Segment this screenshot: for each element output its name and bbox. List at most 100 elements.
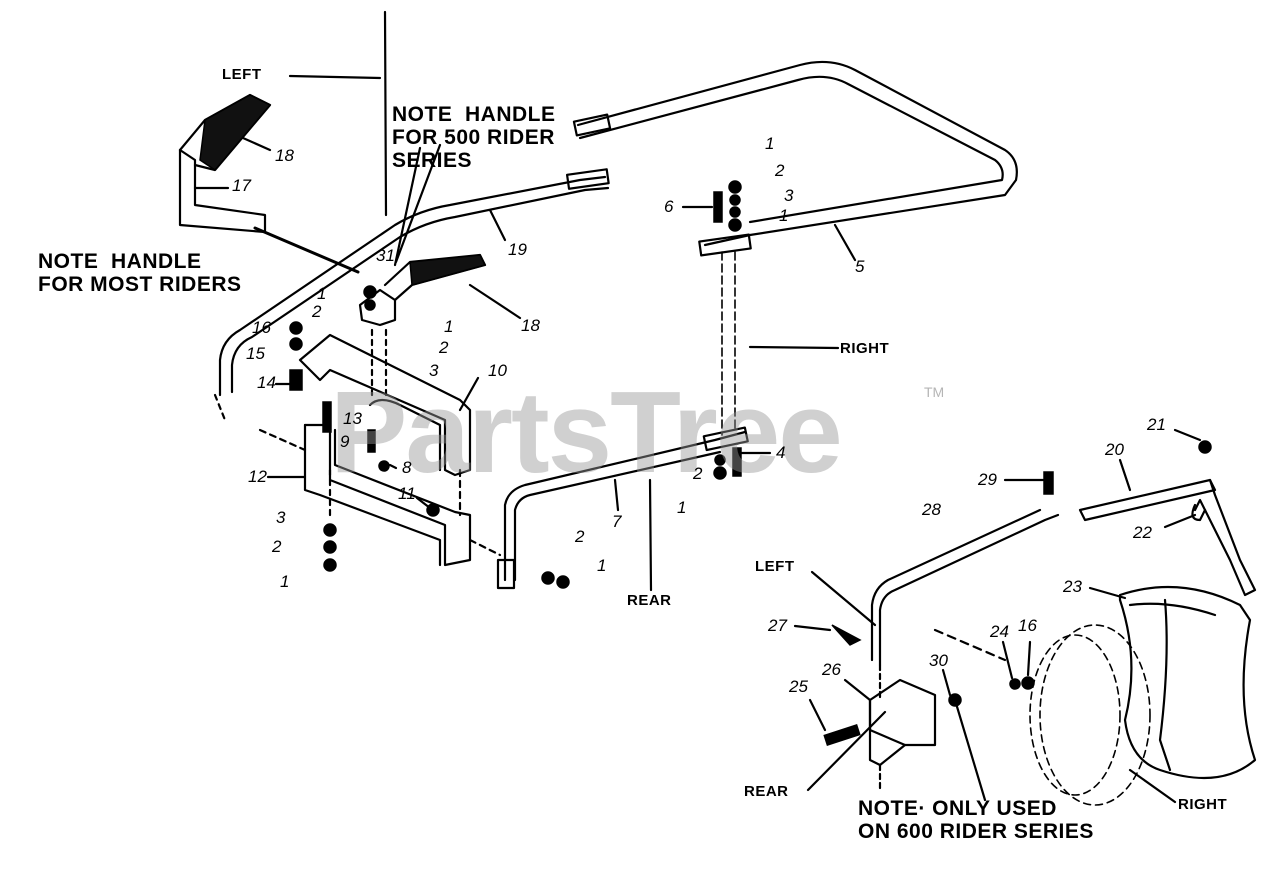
rear-arrow-mid xyxy=(648,478,653,592)
nut-11 xyxy=(426,503,440,517)
leader-16b xyxy=(1026,640,1032,677)
leader-8 xyxy=(388,463,398,470)
pin-27 xyxy=(831,624,862,646)
bracket-10 xyxy=(298,333,472,477)
part-17: 17 xyxy=(232,176,251,195)
right-arrow-mid xyxy=(748,345,840,350)
bolt-13 xyxy=(322,401,332,433)
hook-22 xyxy=(1191,503,1207,522)
part-6: 6 xyxy=(664,197,674,216)
part-9: 9 xyxy=(340,432,350,451)
part-7: 7 xyxy=(612,512,622,531)
part-24: 24 xyxy=(990,622,1009,641)
part-1b: 1 xyxy=(444,317,454,336)
left-bottom-arrow xyxy=(810,570,877,627)
part-12: 12 xyxy=(248,467,267,486)
leader-26 xyxy=(843,678,872,702)
rod-7 xyxy=(503,430,747,582)
bracket-12-side xyxy=(303,423,442,567)
rod-19-bracket xyxy=(565,168,610,190)
direction-rear-mid: REAR xyxy=(627,592,672,609)
part-1g: 1 xyxy=(597,556,607,575)
washer-top-2 xyxy=(729,194,741,206)
rod-5 xyxy=(576,60,1018,247)
leader-22 xyxy=(1163,513,1197,529)
part-2a: 2 xyxy=(312,302,322,321)
part-18b: 18 xyxy=(521,316,540,335)
washer-15 xyxy=(289,337,303,351)
rod-7-end xyxy=(496,558,516,590)
grip-18a xyxy=(199,94,272,171)
part-19: 19 xyxy=(508,240,527,259)
bag-23-seam xyxy=(1158,598,1172,772)
grip-18b xyxy=(409,254,487,286)
leader-24 xyxy=(1001,640,1014,680)
leader-25 xyxy=(808,698,827,732)
nut-30 xyxy=(948,693,962,707)
leader-21 xyxy=(1173,428,1202,442)
part-1f: 1 xyxy=(677,498,687,517)
bolt-29 xyxy=(1043,471,1054,495)
bag-23 xyxy=(1118,585,1257,780)
leader-5 xyxy=(833,223,857,262)
rear-bottom-line xyxy=(806,710,887,792)
bracket-12-dash xyxy=(258,428,307,452)
wheel-dashed-inner xyxy=(1029,634,1121,796)
rod-5-end-bracket xyxy=(572,113,612,137)
leader-18b xyxy=(468,283,522,320)
rod-19-upper xyxy=(230,186,610,394)
knob-14 xyxy=(289,369,303,391)
nut-16a xyxy=(289,321,303,335)
handle-17 xyxy=(178,148,267,234)
rod-28 xyxy=(878,513,1060,667)
part-23: 23 xyxy=(1063,577,1082,596)
part-1d: 1 xyxy=(765,134,775,153)
part-5: 5 xyxy=(855,257,865,276)
part-3b: 3 xyxy=(276,508,286,527)
up-arrow-line xyxy=(383,10,388,217)
bracket-26-face xyxy=(868,698,907,767)
note-500-rider: NOTE HANDLE FOR 500 RIDER SERIES xyxy=(392,103,556,172)
part-2c: 2 xyxy=(272,537,282,556)
bracket-12-dash-2 xyxy=(468,538,502,557)
washer-top-3 xyxy=(729,206,741,218)
leader-7 xyxy=(613,478,620,512)
nut-1g xyxy=(556,575,570,589)
part-1e: 1 xyxy=(779,206,789,225)
rod-7-bracket xyxy=(702,426,749,452)
part-18a: 18 xyxy=(275,146,294,165)
leader-10 xyxy=(458,376,480,412)
bracket-22 xyxy=(1193,478,1257,597)
rod-20 xyxy=(1078,478,1217,522)
part-14: 14 xyxy=(257,373,276,392)
bolt-9 xyxy=(367,429,376,453)
part-20: 20 xyxy=(1105,440,1124,459)
note500-line xyxy=(394,143,442,264)
nut-21 xyxy=(1198,440,1212,454)
nut-1c xyxy=(323,558,337,572)
direction-left-top: LEFT xyxy=(222,66,262,83)
nut-16b xyxy=(1021,676,1035,690)
right-bottom-arrow xyxy=(1128,768,1177,804)
rod-19 xyxy=(218,175,607,397)
bolt-25 xyxy=(823,724,861,746)
part-2e: 2 xyxy=(693,464,703,483)
bag-23-fold xyxy=(1128,602,1217,617)
direction-right-bottom: RIGHT xyxy=(1178,796,1228,813)
nut-1a xyxy=(363,285,377,299)
leader-23 xyxy=(1088,586,1127,600)
note600-line xyxy=(953,698,987,802)
rod-28-inner xyxy=(870,508,1042,662)
part-10: 10 xyxy=(488,361,507,380)
part-15: 15 xyxy=(246,344,265,363)
nut-2f xyxy=(541,571,555,585)
handle-31-arrow xyxy=(393,146,422,267)
note-most-riders: NOTE HANDLE FOR MOST RIDERS xyxy=(38,250,242,296)
part-31: 31 xyxy=(376,246,395,265)
handle-31 xyxy=(358,288,397,327)
watermark: PartsTree xyxy=(330,367,843,497)
part-16b: 16 xyxy=(1018,616,1037,635)
bracket-26 xyxy=(868,678,937,747)
leader-19 xyxy=(488,208,507,242)
